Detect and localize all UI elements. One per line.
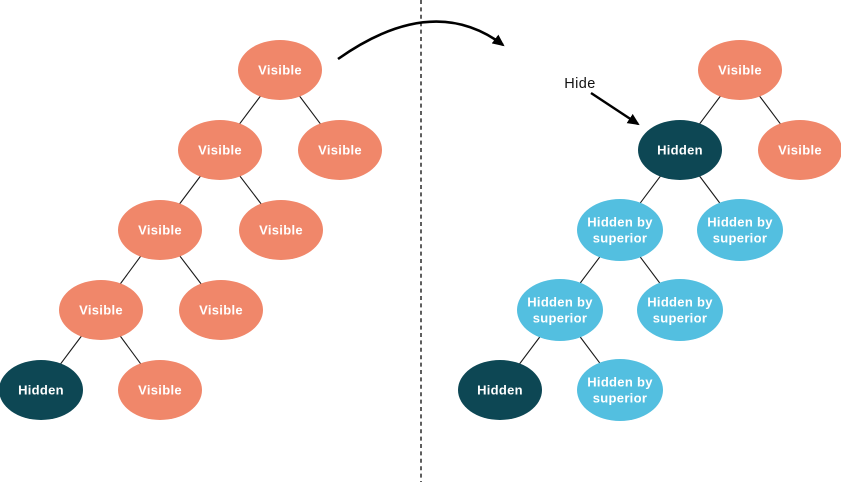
node-ellipse	[458, 360, 542, 420]
hide-annotation-label: Hide	[564, 76, 595, 92]
node-label: Visible	[778, 143, 822, 158]
node-label: Visible	[259, 223, 303, 238]
node-ellipse	[118, 360, 202, 420]
transform-arrow-icon	[337, 20, 505, 61]
tree-node-visible: Visible	[298, 120, 382, 180]
tree-node-visible: Visible	[59, 280, 143, 340]
node-ellipse	[697, 199, 783, 261]
node-label: Hidden	[657, 143, 703, 158]
node-label: Visible	[718, 63, 762, 78]
tree-node-hidden: Hidden	[0, 360, 83, 420]
tree-node-visible: Visible	[118, 360, 202, 420]
node-ellipse	[238, 40, 322, 100]
node-ellipse	[179, 280, 263, 340]
node-ellipse	[758, 120, 841, 180]
node-label: Visible	[258, 63, 302, 78]
node-ellipse	[517, 279, 603, 341]
node-ellipse	[239, 200, 323, 260]
node-label: Visible	[198, 143, 242, 158]
hide-arrow-icon	[590, 91, 640, 126]
node-ellipse	[298, 120, 382, 180]
tree-node-visible: Visible	[238, 40, 322, 100]
node-ellipse	[59, 280, 143, 340]
node-label: Visible	[79, 303, 123, 318]
node-ellipse	[577, 359, 663, 421]
tree-node-visible: Visible	[758, 120, 841, 180]
left-tree: Visible Visible Visible Visible Visible …	[0, 40, 382, 420]
node-ellipse	[178, 120, 262, 180]
node-ellipse	[637, 279, 723, 341]
node-label: Visible	[318, 143, 362, 158]
tree-node-visible: Visible	[179, 280, 263, 340]
node-ellipse	[118, 200, 202, 260]
node-ellipse	[698, 40, 782, 100]
node-label: Hidden	[477, 383, 523, 398]
node-ellipse	[0, 360, 83, 420]
tree-node-hidden: Hidden	[638, 120, 722, 180]
tree-node-visible: Visible	[698, 40, 782, 100]
tree-node-visible: Visible	[239, 200, 323, 260]
tree-node-visible: Visible	[118, 200, 202, 260]
tree-node-visible: Visible	[178, 120, 262, 180]
node-ellipse	[577, 199, 663, 261]
node-label: Hidden	[18, 383, 64, 398]
node-label: Visible	[199, 303, 243, 318]
node-ellipse	[638, 120, 722, 180]
node-label: Visible	[138, 223, 182, 238]
node-label: Visible	[138, 383, 182, 398]
tree-node-hidden: Hidden	[458, 360, 542, 420]
